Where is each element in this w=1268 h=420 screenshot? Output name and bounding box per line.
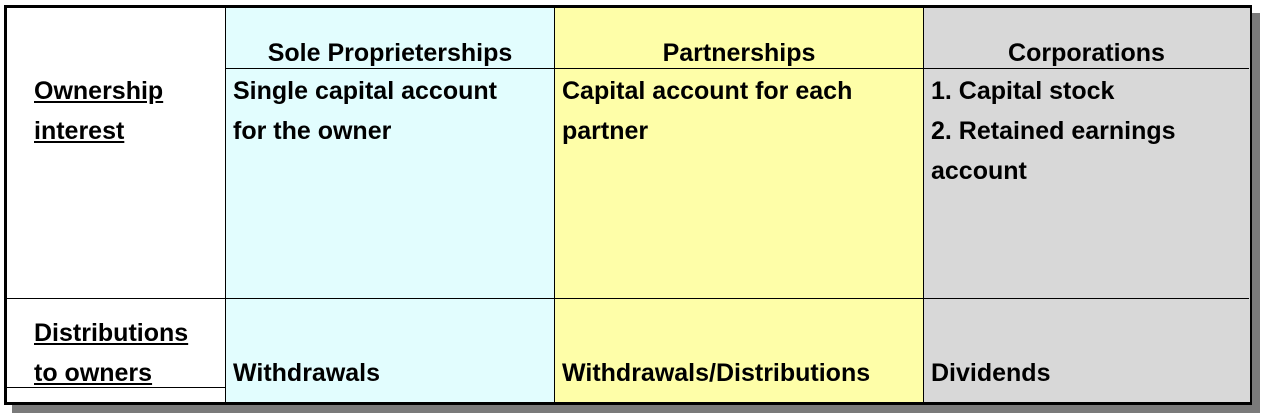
cell-corporations-ownership: 1. Capital stock 2. Retained earnings ac… xyxy=(931,71,1176,191)
row-label-line: Distributions xyxy=(34,319,189,347)
cell-partnerships-distributions: Withdrawals/Distributions xyxy=(562,359,871,387)
row-label-line: Ownership xyxy=(34,77,164,105)
row-divider xyxy=(7,298,1249,299)
sole-proprietorships-column xyxy=(225,8,555,402)
header-partnerships: Partnerships xyxy=(662,39,816,67)
cell-line: 1. Capital stock xyxy=(931,77,1115,105)
partnerships-column xyxy=(554,8,924,402)
cell-line: 2. Retained earnings xyxy=(931,117,1176,145)
label-underline-rule xyxy=(7,387,225,388)
header-divider xyxy=(225,68,1249,69)
corporations-column xyxy=(923,8,1250,402)
cell-partnerships-ownership: Capital account for each partner xyxy=(562,71,852,151)
cell-line: for the owner xyxy=(233,117,392,145)
cell-line: account xyxy=(931,157,1027,185)
row-label-line: to owners xyxy=(34,359,153,387)
cell-line: partner xyxy=(562,117,649,145)
row-label-line: interest xyxy=(34,117,125,145)
cell-corporations-distributions: Dividends xyxy=(931,359,1051,387)
cell-sole-distributions: Withdrawals xyxy=(233,359,381,387)
cell-line: Capital account for each xyxy=(562,77,853,105)
header-corporations: Corporations xyxy=(1008,39,1165,67)
row-label-distributions-to-owners: Distributions to owners xyxy=(34,313,188,393)
header-sole-proprietorships: Sole Proprieterships xyxy=(267,39,513,67)
label-column xyxy=(7,8,225,402)
cell-line: Single capital account xyxy=(233,77,497,105)
cell-sole-ownership: Single capital account for the owner xyxy=(233,71,497,151)
row-label-ownership-interest: Ownership interest xyxy=(34,71,163,151)
comparison-table: Sole Proprieterships Partnerships Corpor… xyxy=(4,5,1252,405)
